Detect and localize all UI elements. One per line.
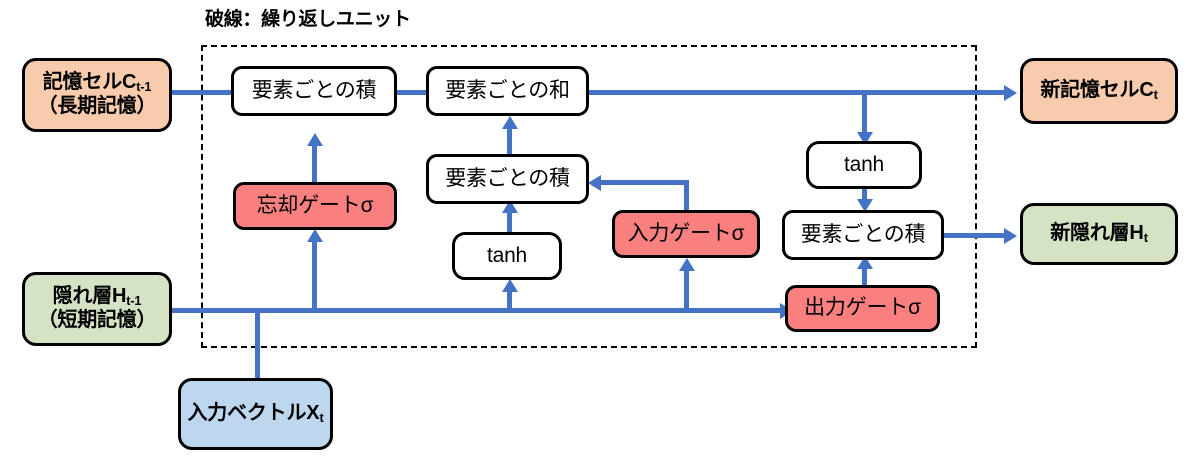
edge-inputvector-to-bus	[255, 308, 260, 378]
node-elementwise-product-forget[interactable]: 要素ごとの積	[231, 66, 397, 116]
node-tanh-candidate-label: tanh	[486, 243, 528, 267]
edge-bus-to-tanh-candidate	[507, 290, 512, 310]
node-tanh-output[interactable]: tanh	[806, 141, 922, 189]
node-hidden-state-prev-label: 隠れ層Ht-1 （短期記憶）	[37, 285, 157, 331]
arrowhead-inputgate-to-product	[588, 174, 601, 191]
edge-cellhighway-down-to-tanh	[862, 90, 867, 135]
edge-outputgate-to-product	[862, 268, 867, 288]
edge-inputgate-left-to-product	[600, 180, 689, 185]
edge-forgetgate-to-product	[312, 144, 317, 184]
node-elementwise-product-output-label: 要素ごとの積	[800, 222, 926, 246]
arrowhead-to-newcell	[1004, 84, 1017, 101]
node-input-vector-label: 入力ベクトルXt	[187, 402, 324, 426]
node-tanh-candidate[interactable]: tanh	[452, 232, 562, 280]
node-elementwise-product-output[interactable]: 要素ごとの積	[782, 210, 944, 260]
node-input-gate[interactable]: 入力ゲートσ	[612, 210, 760, 258]
arrowhead-bus-to-tanh-candidate	[501, 279, 518, 292]
edge-inputgate-up	[684, 180, 689, 212]
arrowhead-bus-to-forgetgate	[306, 229, 323, 242]
arrowhead-bus-to-inputgate	[678, 258, 695, 271]
edge-tanh-to-product-input	[507, 212, 512, 240]
node-new-hidden-state[interactable]: 新隠れ層Ht	[1020, 203, 1178, 265]
node-new-memory-cell[interactable]: 新記憶セルCt	[1020, 58, 1178, 124]
node-new-memory-cell-label: 新記憶セルCt	[1040, 79, 1158, 103]
edge-product-to-newhidden	[943, 233, 1008, 238]
node-output-gate[interactable]: 出力ゲートσ	[785, 285, 940, 332]
arrowhead-tanh-to-product-output	[856, 199, 873, 212]
arrowhead-productinput-to-sum	[501, 116, 518, 129]
node-forget-gate[interactable]: 忘却ゲートσ	[233, 182, 397, 230]
arrowhead-to-newhidden	[1004, 227, 1017, 244]
edge-hiddenstate-bus	[172, 308, 797, 313]
edge-productinput-to-sum	[507, 128, 512, 160]
node-new-hidden-state-label: 新隠れ層Ht	[1050, 222, 1148, 246]
node-input-vector[interactable]: 入力ベクトルXt	[178, 378, 333, 450]
node-tanh-output-label: tanh	[843, 152, 885, 176]
node-elementwise-product-forget-label: 要素ごとの積	[251, 78, 377, 102]
edge-bus-to-inputgate	[684, 270, 689, 310]
node-elementwise-sum-label: 要素ごとの和	[445, 78, 570, 102]
node-forget-gate-label: 忘却ゲートσ	[256, 193, 374, 217]
node-elementwise-product-input[interactable]: 要素ごとの積	[426, 154, 589, 204]
node-hidden-state-prev[interactable]: 隠れ層Ht-1 （短期記憶）	[22, 272, 172, 346]
edge-sum-to-newcell	[588, 90, 1008, 95]
edge-product-to-sum	[396, 90, 427, 95]
arrowhead-forgetgate-to-product	[306, 133, 323, 146]
node-elementwise-product-input-label: 要素ごとの積	[445, 166, 570, 190]
node-memory-cell-prev-label: 記憶セルCt-1 （長期記憶）	[37, 71, 157, 117]
node-input-gate-label: 入力ゲートσ	[627, 221, 745, 245]
repeating-unit-caption: 破線：繰り返しユニット	[205, 9, 411, 30]
repeating-unit-frame	[201, 45, 977, 348]
edge-bus-up-forgetgate	[312, 240, 317, 308]
edge-tanh-to-product-output	[862, 188, 867, 202]
edge-cellprev-to-product	[172, 90, 232, 95]
node-output-gate-label: 出力ゲートσ	[804, 296, 921, 320]
node-memory-cell-prev[interactable]: 記憶セルCt-1 （長期記憶）	[22, 58, 172, 132]
node-elementwise-sum[interactable]: 要素ごとの和	[426, 66, 589, 116]
